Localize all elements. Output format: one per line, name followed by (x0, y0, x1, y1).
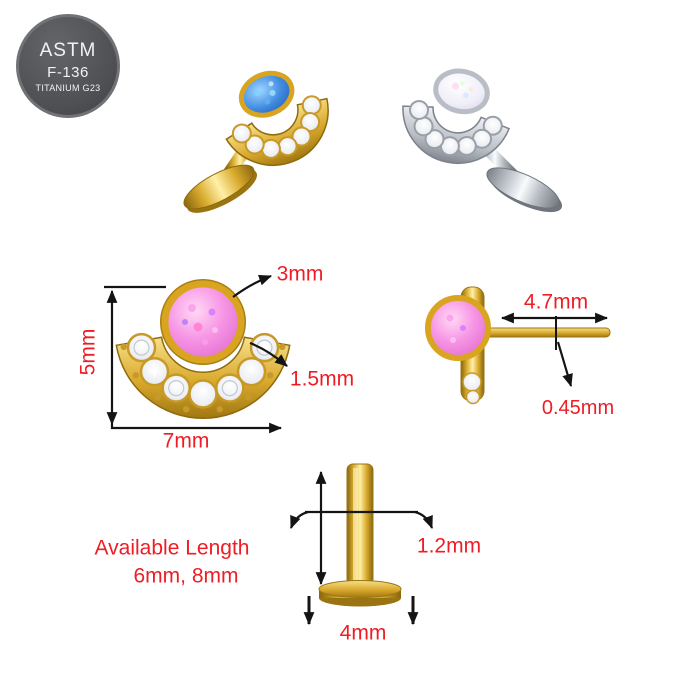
label-post-diameter: 1.2mm (416, 534, 482, 558)
white-opal (433, 68, 490, 115)
white-opal-sparkle (452, 80, 474, 99)
label-available-length-values: 6mm, 8mm (133, 564, 239, 588)
post-dimensions (289, 470, 434, 626)
side-view-illustration (425, 286, 611, 405)
label-base-width: 4mm (339, 621, 387, 645)
labret-post-illustration (318, 463, 402, 607)
label-head-height: 5mm (76, 328, 100, 376)
label-pin-thickness: 0.45mm (541, 397, 615, 419)
silver-head-gems (409, 100, 503, 157)
gold-labret-illustration (183, 70, 329, 213)
label-available-length-title: Available Length (94, 536, 250, 560)
front-view-dimensions (104, 274, 288, 434)
material-badge: ASTM F-136 TITANIUM G23 (16, 14, 120, 118)
sparkle-star (148, 365, 161, 379)
blue-opal (238, 70, 295, 118)
fan-milgrain-dots (120, 343, 286, 413)
pink-opal-sparkle (182, 304, 218, 345)
label-head-width: 7mm (162, 429, 210, 453)
front-view-illustration (115, 279, 291, 419)
badge-material: TITANIUM G23 (35, 82, 101, 93)
pink-opal-side-sparkle (446, 314, 466, 343)
pink-opal-side (425, 295, 491, 361)
label-post-length: 4.7mm (523, 290, 589, 314)
gold-head-gems (231, 95, 322, 159)
silver-labret-illustration (402, 68, 563, 213)
sparkle-star (258, 341, 271, 355)
pink-opal (161, 280, 245, 364)
label-gem-size: 1.5mm (289, 367, 355, 391)
fan-gems (126, 332, 280, 409)
label-opal-size: 3mm (276, 262, 324, 286)
side-view-dimensions (500, 312, 609, 388)
badge-standard: ASTM (39, 39, 97, 61)
badge-spec: F-136 (47, 63, 89, 81)
blue-opal-sparkle (253, 81, 276, 105)
